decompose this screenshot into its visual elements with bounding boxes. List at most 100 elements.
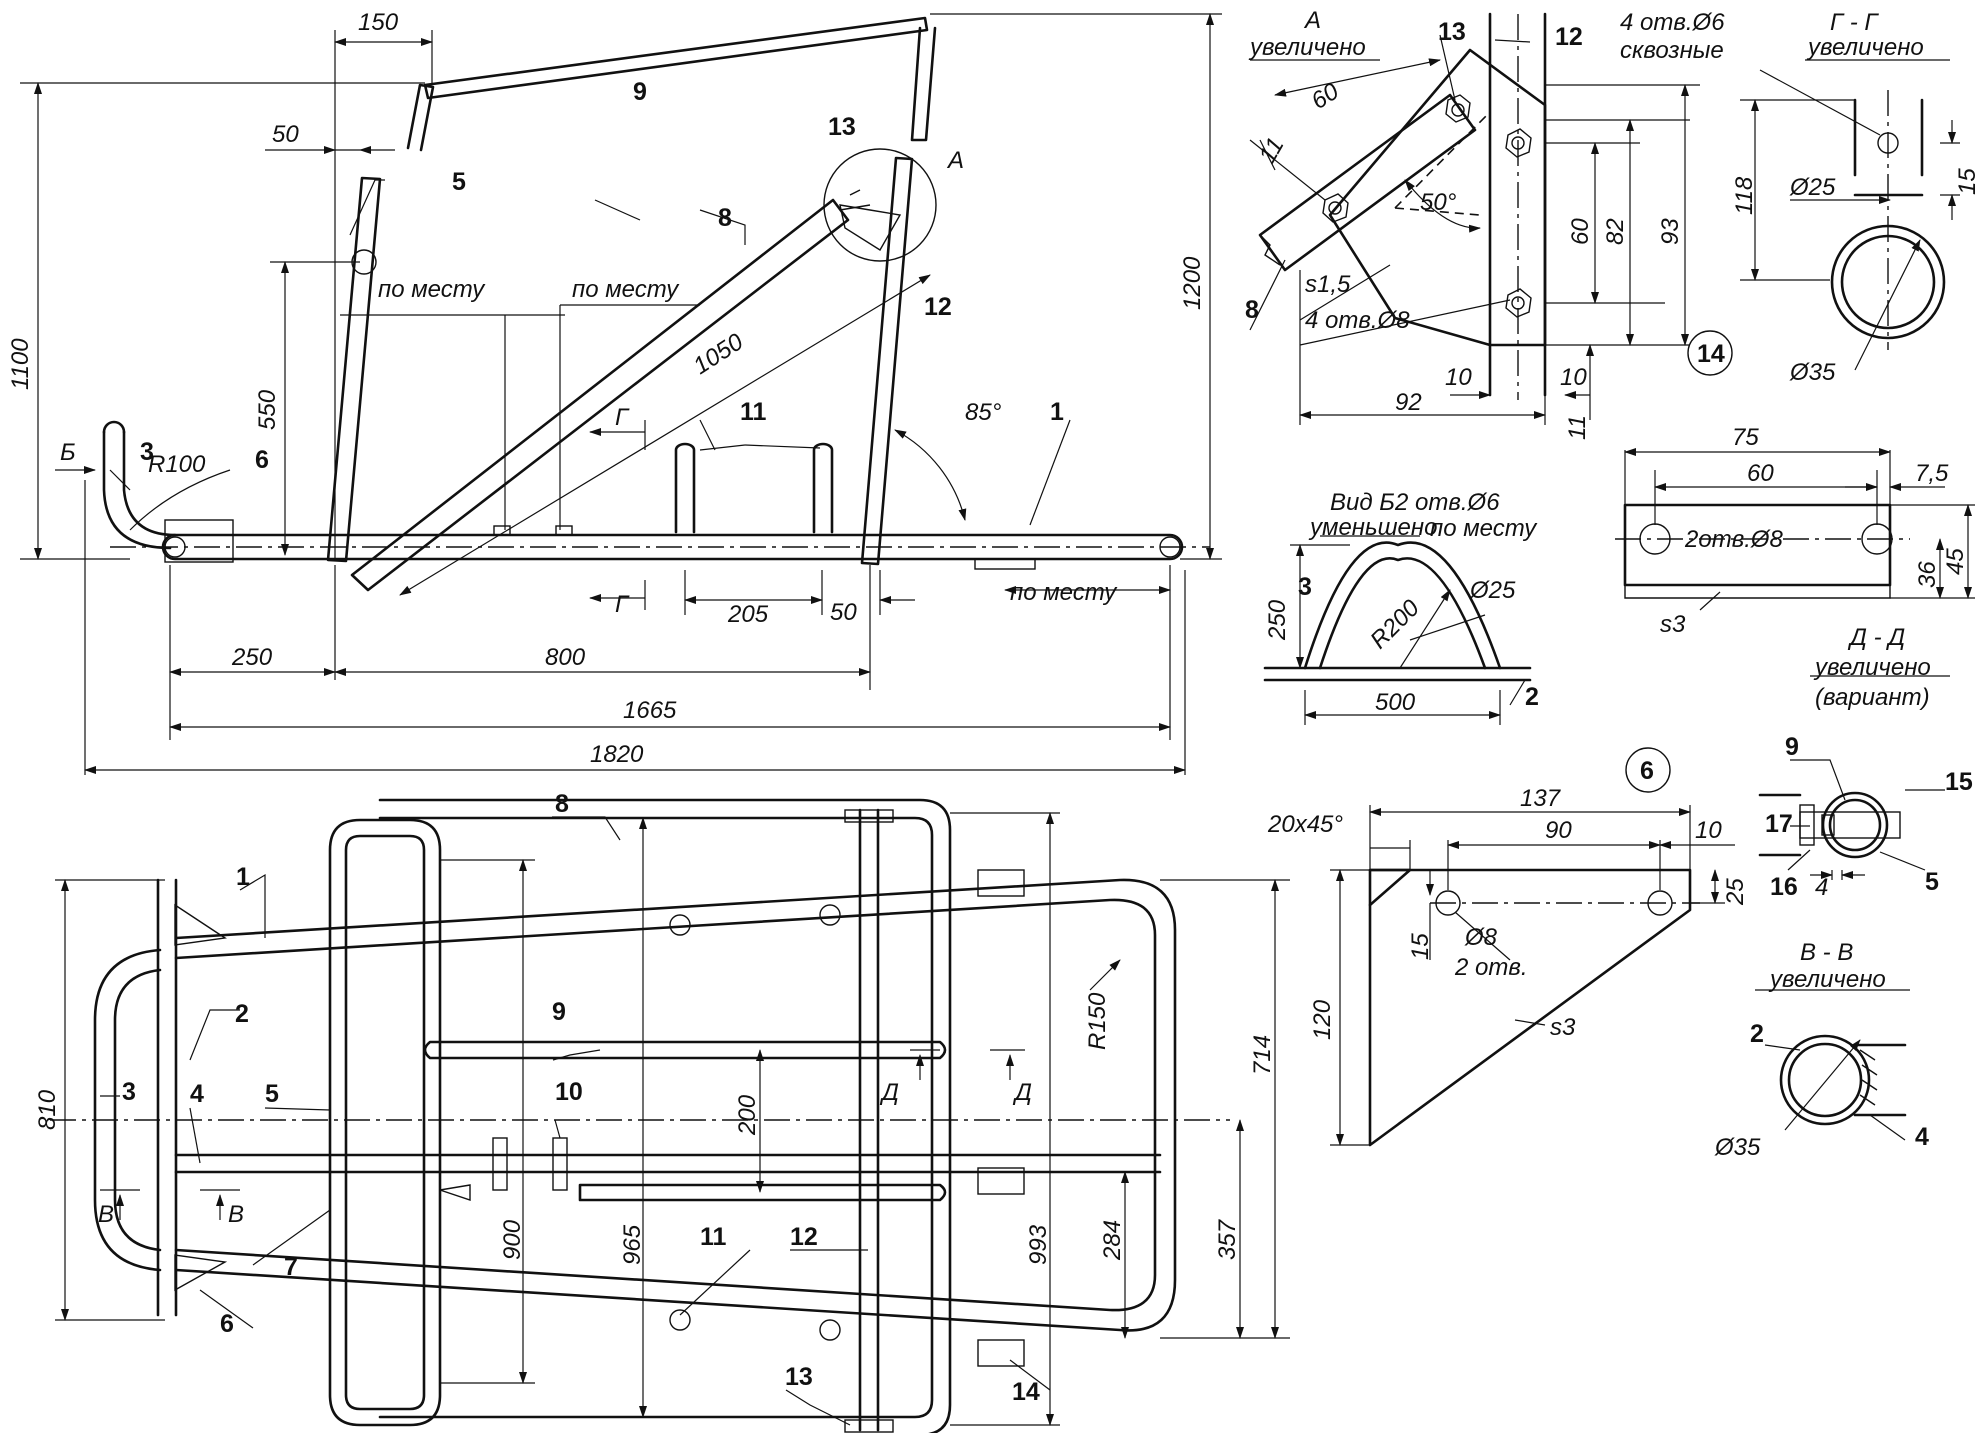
detail-a-part-14: 14 [1697,340,1725,368]
plate-6-chamfer: 20x45° [1267,811,1343,838]
top-part-1: 1 [236,863,250,891]
detail-a-part-8: 8 [1245,296,1259,324]
top-part-9: 9 [552,998,566,1026]
section-g-g: Г - Г увеличено 4 отв.Ø6 сквозные 118 15… [1620,9,1981,386]
top-frame-8 [378,798,952,1433]
top-cross-tube-2 [156,878,178,1317]
plate-6-dim-137: 137 [1520,785,1562,812]
dim-284: 284 [1099,1220,1126,1261]
top-rail-9 [423,1040,947,1060]
plate-14-dim-45: 45 [1942,548,1969,575]
section-v-dim-35: Ø35 [1714,1134,1761,1161]
view-b-dim-r200: R200 [1365,594,1425,654]
section-d-variant: (вариант) [1815,684,1930,711]
top-part-3: 3 [122,1078,136,1106]
dim-810: 810 [34,1089,61,1130]
view-b-holes-2: по месту [1430,515,1538,542]
plate-6-dim-90: 90 [1545,817,1572,844]
detail-a: А увеличено [1245,7,1733,440]
plate-6-badge-label: 6 [1640,757,1654,785]
top-part-4: 4 [190,1080,204,1108]
section-d-right: Д [1012,1079,1032,1106]
section-d-subtitle: увеличено [1813,654,1931,681]
dim-800: 800 [545,644,586,671]
section-v-part-4: 4 [1915,1123,1929,1151]
section-d-left: Д [879,1079,899,1106]
plate-6-body [1368,868,1692,1147]
note-po-mestu-2: по месту [572,276,680,303]
view-b: Вид Б уменьшено 2 отв.Ø6 по месту 250 R2… [1263,489,1539,725]
detail-a-thickness: s1,5 [1305,271,1351,298]
plate-14-thickness: s3 [1660,611,1686,638]
dim-357: 357 [1214,1218,1241,1260]
top-part-2: 2 [235,1000,249,1028]
side-pillar-12 [860,156,914,566]
dim-50b: 50 [830,599,857,626]
plate-14: 75 60 7,5 2отв.Ø8 36 45 s3 [1615,424,1975,638]
detail-a-holes: 4 отв.Ø8 [1305,307,1410,334]
top-pillar-12 [858,808,880,1432]
top-frame-1 [174,878,1177,1332]
view-b-bumper-3 [1303,541,1502,670]
side-part-6: 6 [255,446,269,474]
view-b-part-2: 2 [1525,683,1539,711]
section-v-title: В - В [1800,939,1853,966]
view-b-part-3: 3 [1298,573,1312,601]
top-bumper-3 [93,948,162,1272]
dim-85deg: 85° [965,399,1002,426]
detail-a-dim-93: 93 [1657,218,1684,245]
top-part-5: 5 [265,1080,279,1108]
section-d-dim-4: 4 [1815,874,1828,901]
section-v-left: В [98,1201,114,1228]
dim-200: 200 [734,1094,761,1136]
plate-6-badge [1625,747,1671,793]
top-frame-7 [328,818,442,1427]
detail-a-subtitle: увеличено [1248,34,1366,61]
view-b-subtitle: уменьшено [1308,514,1437,541]
side-pillar-5 [326,176,382,563]
dim-205: 205 [727,601,769,628]
side-part-5: 5 [452,168,466,196]
section-d-tube-5 [1821,791,1889,859]
section-d-tube-9 [1758,793,1802,857]
section-g-holes-1: 4 отв.Ø6 [1620,9,1725,36]
plate-14-dim-36: 36 [1914,561,1941,588]
section-g-subtitle: увеличено [1806,34,1924,61]
top-part-14: 14 [1012,1378,1040,1406]
top-center-tube-4 [174,1153,1162,1174]
dim-993: 993 [1025,1224,1052,1265]
dim-1100: 1100 [7,338,34,390]
detail-a-brace-8 [1258,93,1477,272]
section-g-title: Г - Г [1830,9,1879,36]
plate-6-thickness: s3 [1550,1014,1576,1041]
side-part-1: 1 [1050,398,1064,426]
dim-714: 714 [1249,1035,1276,1075]
section-d-part-17: 17 [1765,810,1793,838]
side-part-12: 12 [924,293,952,321]
dim-550: 550 [254,389,281,430]
plate-6-dim-10: 10 [1695,817,1722,844]
section-v-v: В - В увеличено Ø35 2 4 [1714,939,1929,1161]
side-part-8: 8 [718,204,732,232]
side-part-11: 11 [740,398,767,426]
detail-a-marker: А [946,147,964,174]
detail-a-badge-14 [1687,330,1733,376]
top-part-10: 10 [555,1078,583,1106]
dim-r100: R100 [148,451,206,478]
section-v-tube-2 [1779,1034,1871,1126]
side-part-9: 9 [633,78,647,106]
dim-1665: 1665 [623,697,677,724]
section-g-dim-15: 15 [1954,168,1981,195]
plate-6-dim-15: 15 [1407,933,1434,960]
dim-250: 250 [231,644,273,671]
plate-6-dim-25: 25 [1722,878,1749,906]
detail-a-dim-82: 82 [1602,218,1629,245]
section-g-dim-35: Ø35 [1789,359,1836,386]
section-g-marker-top: Г [615,404,630,431]
plate-6-hole-diameter: Ø8 [1464,924,1498,951]
view-b-marker: Б [60,439,76,466]
section-d-part-15: 15 [1945,768,1973,796]
plate-14-dim-75: 75 [1732,424,1759,451]
section-g-marker-bottom: Г [615,591,630,618]
